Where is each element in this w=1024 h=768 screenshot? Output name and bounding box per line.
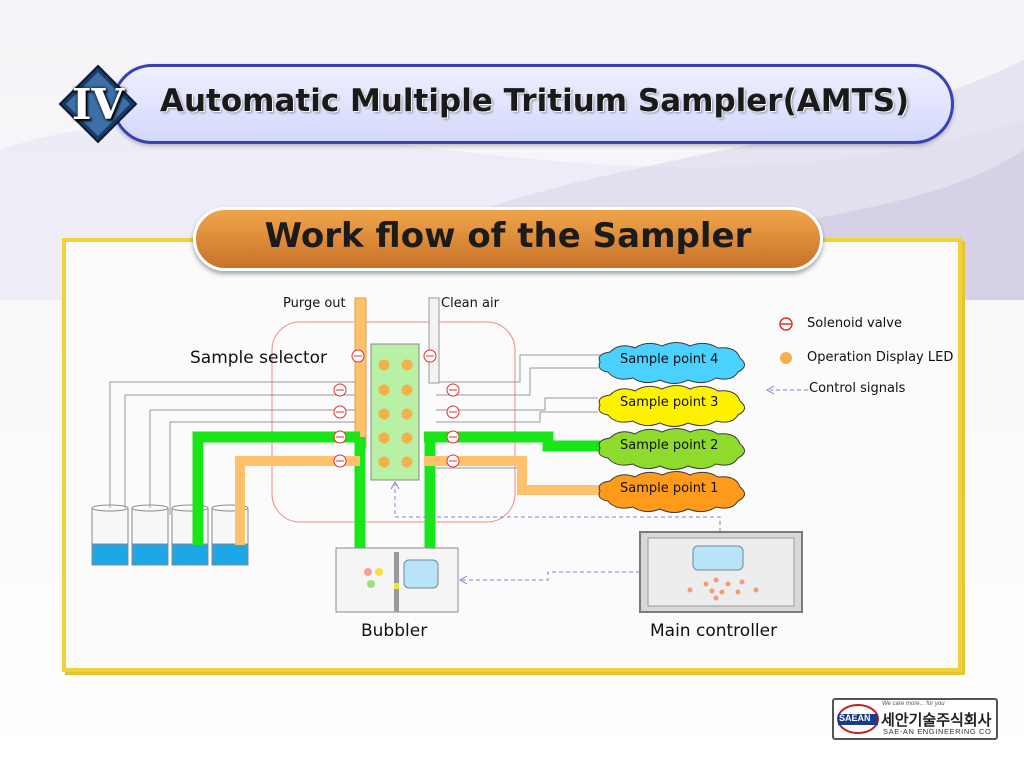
legend-solenoid-valve: Solenoid valve	[807, 316, 902, 331]
title-bar	[112, 64, 954, 144]
section-badge-icon	[58, 64, 138, 144]
bubbler-label: Bubbler	[361, 621, 428, 641]
clean-air-pipe	[428, 297, 440, 384]
sample-selector-label: Sample selector	[190, 348, 328, 368]
cloud-sample-point-1	[598, 471, 745, 513]
company-logo: SAEAN We care more... for you 세안기술주식회사 S…	[832, 698, 998, 740]
section-badge-number: IV	[71, 80, 125, 129]
subtitle-pill	[193, 207, 823, 271]
bubbler-device	[335, 547, 459, 613]
diagram-frame	[62, 238, 962, 672]
sample-point-3-label: Sample point 3	[620, 395, 719, 410]
led-legend-icon	[780, 352, 792, 364]
sample-tubes-right	[435, 300, 600, 469]
purge-out-label: Purge out	[283, 296, 346, 311]
legend-operation-led: Operation Display LED	[807, 350, 954, 365]
page-title: Automatic Multiple Tritium Sampler(AMTS)	[160, 83, 910, 119]
solenoid-valve-legend-icon	[779, 317, 793, 331]
sample-point-1-label: Sample point 1	[620, 481, 719, 496]
subtitle-text: Work flow of the Sampler	[264, 216, 752, 256]
sample-beakers	[91, 504, 249, 566]
logo-brand: SAEAN	[839, 713, 871, 723]
sample-point-2-label: Sample point 2	[620, 438, 719, 453]
main-controller-label: Main controller	[650, 621, 778, 641]
main-controller-device	[639, 531, 803, 613]
selector-leds	[378, 359, 413, 468]
cloud-sample-point-3	[598, 385, 745, 427]
solenoid-valves	[333, 349, 460, 468]
logo-tagline: We care more... for you	[882, 701, 945, 707]
clean-air-label: Clean air	[441, 296, 499, 311]
orange-flow-line	[235, 456, 600, 545]
logo-english-name: SAE-AN ENGINEERING CO	[883, 727, 992, 736]
sample-tubes-left	[109, 381, 360, 515]
legend-control-signals: Control signals	[809, 381, 906, 396]
logo-korean-name: 세안기술주식회사	[881, 711, 992, 729]
control-signal-lines	[394, 389, 808, 581]
saean-logo-icon	[837, 704, 879, 734]
cloud-sample-point-2	[598, 428, 745, 470]
purge-out-pipe	[354, 297, 367, 449]
sample-point-4-label: Sample point 4	[620, 352, 719, 367]
arrow-heads	[390, 385, 775, 585]
cloud-sample-point-4	[598, 342, 745, 384]
